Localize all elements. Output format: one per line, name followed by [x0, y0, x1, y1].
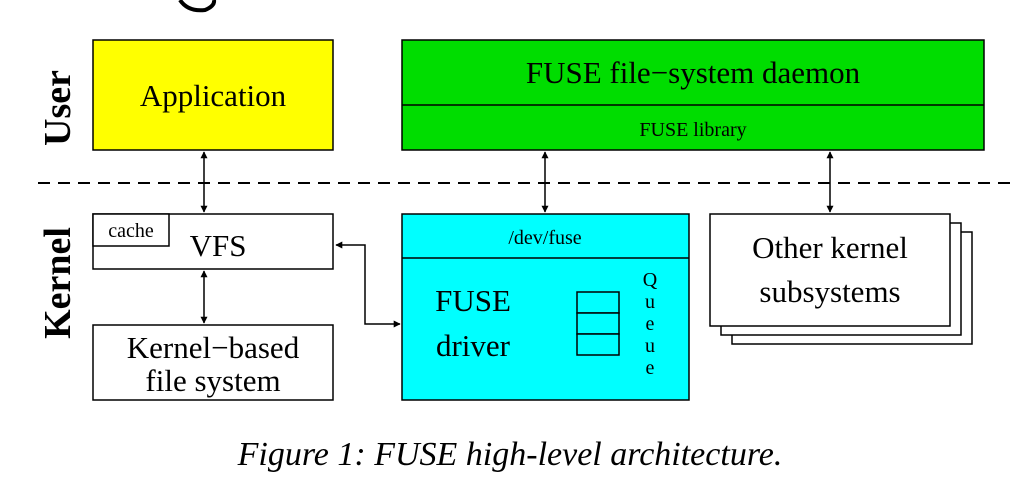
queue: [576, 291, 620, 356]
clipped-heading-fragment: [178, 0, 217, 13]
fuse-daemon-label: FUSE file−system daemon: [526, 55, 861, 90]
kernel-fs-label-line1: Kernel−based: [127, 330, 300, 365]
queue-label: Q u e u e: [643, 269, 658, 379]
dev-fuse-label: /dev/fuse: [508, 227, 581, 249]
other-kernel-label-line1: Other kernel: [752, 230, 908, 265]
cache-box: [92, 213, 170, 247]
queue-letter: u: [645, 335, 655, 357]
kernel-layer-label: Kernel: [37, 227, 79, 339]
queue-letter: Q: [643, 269, 658, 291]
fuse-daemon-box: [401, 39, 985, 151]
queue-slot: [576, 291, 620, 314]
cache-label: cache: [108, 220, 154, 242]
other-kernel-subsystems-stack: [709, 213, 973, 345]
other-kernel-label-line2: subsystems: [759, 274, 900, 309]
fuse-driver-label-line2: driver: [436, 328, 511, 363]
kernel-fs-label-line2: file system: [145, 363, 280, 398]
other-kernel-box: [709, 213, 951, 327]
queue-slot: [576, 312, 620, 335]
queue-slot: [576, 333, 620, 356]
figure-caption: Figure 1: FUSE high-level architecture.: [237, 436, 783, 473]
queue-letter: e: [646, 357, 655, 379]
fuse-library-label: FUSE library: [639, 119, 746, 141]
vfs-label: VFS: [190, 228, 247, 263]
fuse-driver-box: [401, 213, 690, 401]
fuse-driver-label-line1: FUSE: [435, 283, 511, 318]
application-box: [92, 39, 334, 151]
queue-letter: u: [645, 291, 655, 313]
user-layer-label: User: [37, 70, 79, 146]
kernel-fs-box: [92, 324, 334, 401]
application-label: Application: [140, 78, 287, 113]
arrow-vfs-fuse-driver: [335, 241, 401, 328]
queue-letter: e: [646, 313, 655, 335]
